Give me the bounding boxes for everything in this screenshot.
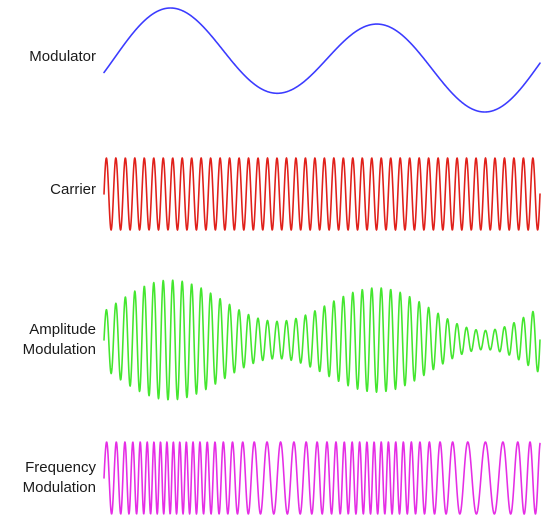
frequency-modulation-label-line1: Frequency [25, 459, 96, 476]
amplitude-modulation-label-line1: Amplitude [29, 321, 96, 338]
modulator-wave [103, 7, 541, 113]
amplitude-modulation-label: Amplitude Modulation [23, 320, 96, 360]
carrier-label-text: Carrier [50, 181, 96, 198]
amplitude-modulation-label-line2: Modulation [22, 341, 96, 358]
carrier-label: Carrier [50, 180, 96, 200]
amplitude-modulated-wave [103, 279, 541, 401]
frequency-modulation-label: Frequency Modulation [23, 458, 96, 498]
frequency-modulation-label-line2: Modulation [22, 479, 96, 496]
modulator-label-text: Modulator [29, 48, 96, 65]
carrier-wave [103, 157, 541, 231]
modulator-label: Modulator [29, 47, 96, 67]
frequency-modulated-wave [103, 441, 541, 515]
